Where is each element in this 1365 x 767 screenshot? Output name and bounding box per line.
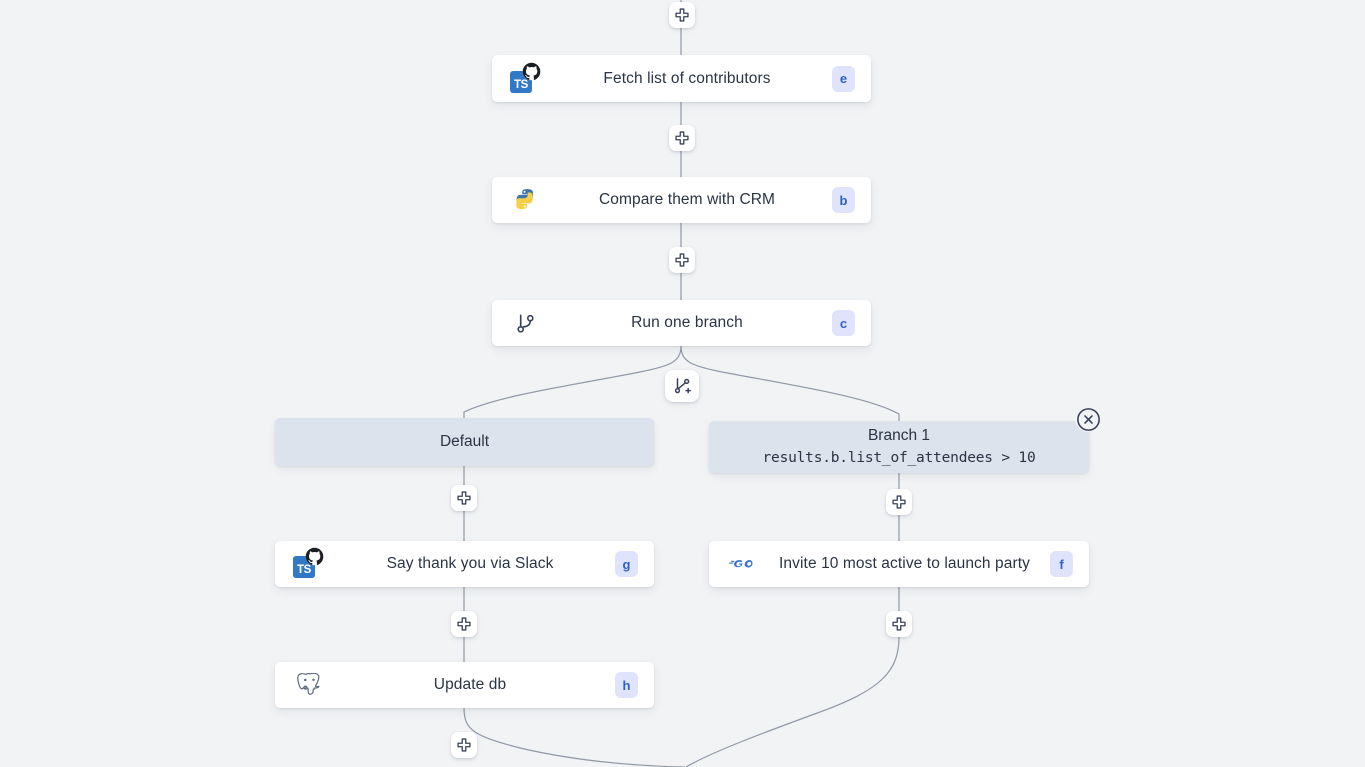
- git-branch-icon: [508, 306, 542, 340]
- node-badge[interactable]: h: [615, 672, 638, 698]
- typescript-github-icon: TS: [508, 62, 542, 96]
- branch-name: Branch 1: [867, 427, 931, 444]
- connector-edge: [463, 345, 682, 418]
- node-badge[interactable]: c: [832, 310, 855, 336]
- branch-expression: results.b.list_of_attendees > 10: [762, 450, 1036, 466]
- node-title: Update db: [433, 676, 507, 693]
- remove-branch-button[interactable]: [1075, 406, 1101, 432]
- workflow-node-say-thank-you-via-slack[interactable]: TS Say thank you via Slack g: [275, 541, 654, 587]
- add-branch-button[interactable]: [665, 370, 699, 402]
- github-icon: [305, 547, 324, 566]
- workflow-node-fetch-list-of-contributors[interactable]: TS Fetch list of contributors e: [492, 55, 871, 102]
- plus-icon: [457, 617, 471, 631]
- plus-icon: [675, 131, 689, 145]
- connector-edge: [680, 345, 900, 421]
- close-circle-icon: [1076, 407, 1100, 431]
- node-title: Fetch list of contributors: [603, 69, 771, 87]
- plus-icon: [892, 617, 906, 631]
- plus-icon: [457, 738, 471, 752]
- plus-icon: [675, 8, 689, 22]
- node-title: Run one branch: [631, 314, 743, 331]
- add-step-after-h-button[interactable]: [451, 732, 477, 758]
- node-title: Say thank you via Slack: [386, 555, 554, 572]
- branch-condition-branch-1[interactable]: Branch 1 results.b.list_of_attendees > 10: [709, 421, 1089, 473]
- workflow-node-update-db[interactable]: Update db h: [275, 662, 654, 708]
- add-step-after-b-button[interactable]: [669, 247, 695, 273]
- connector-edge: [685, 636, 900, 767]
- plus-icon: [892, 495, 906, 509]
- add-step-default-button[interactable]: [451, 485, 477, 511]
- connector-edge: [463, 707, 686, 767]
- typescript-github-icon: TS: [291, 547, 325, 581]
- add-step-after-g-button[interactable]: [451, 611, 477, 637]
- node-badge[interactable]: g: [615, 551, 638, 577]
- node-badge[interactable]: f: [1050, 551, 1073, 577]
- branch-name: Default: [439, 433, 490, 450]
- branch-plus-icon: [674, 378, 691, 394]
- add-step-after-e-button[interactable]: [669, 125, 695, 151]
- node-badge[interactable]: e: [832, 65, 855, 92]
- python-icon: [508, 183, 542, 217]
- add-step-top-button[interactable]: [669, 2, 695, 28]
- plus-icon: [457, 491, 471, 505]
- postgresql-icon: [291, 668, 325, 702]
- node-title: Compare them with CRM: [598, 191, 776, 208]
- add-step-branch1-button[interactable]: [886, 489, 912, 515]
- workflow-node-compare-them-with-crm[interactable]: Compare them with CRM b: [492, 177, 871, 223]
- add-step-after-f-button[interactable]: [886, 611, 912, 637]
- node-title: Invite 10 most active to launch party: [779, 555, 1030, 572]
- github-icon: [522, 62, 541, 80]
- workflow-node-invite-10-most-active-to-launch-party[interactable]: Invite 10 most active to launch party f: [709, 541, 1089, 587]
- plus-icon: [675, 253, 689, 267]
- go-icon: [725, 547, 759, 581]
- branch-condition-default[interactable]: Default: [275, 418, 654, 466]
- workflow-node-run-one-branch[interactable]: Run one branch c: [492, 300, 871, 346]
- node-badge[interactable]: b: [832, 187, 855, 213]
